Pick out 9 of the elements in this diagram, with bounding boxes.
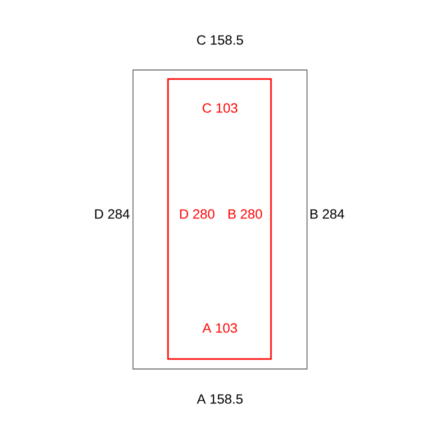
dimension-label: D 280	[180, 209, 214, 219]
dimension-label: B 284	[310, 209, 344, 219]
dimension-label: C 103	[202, 103, 238, 113]
dimension-label: B 280	[228, 209, 262, 219]
dimension-label: D 284	[95, 209, 130, 219]
dimension-label: C 158.5	[197, 35, 243, 45]
sheet-rectangle	[132, 70, 308, 370]
dimension-label: A 158.5	[196, 394, 243, 404]
dimension-label: A 103	[202, 323, 237, 333]
